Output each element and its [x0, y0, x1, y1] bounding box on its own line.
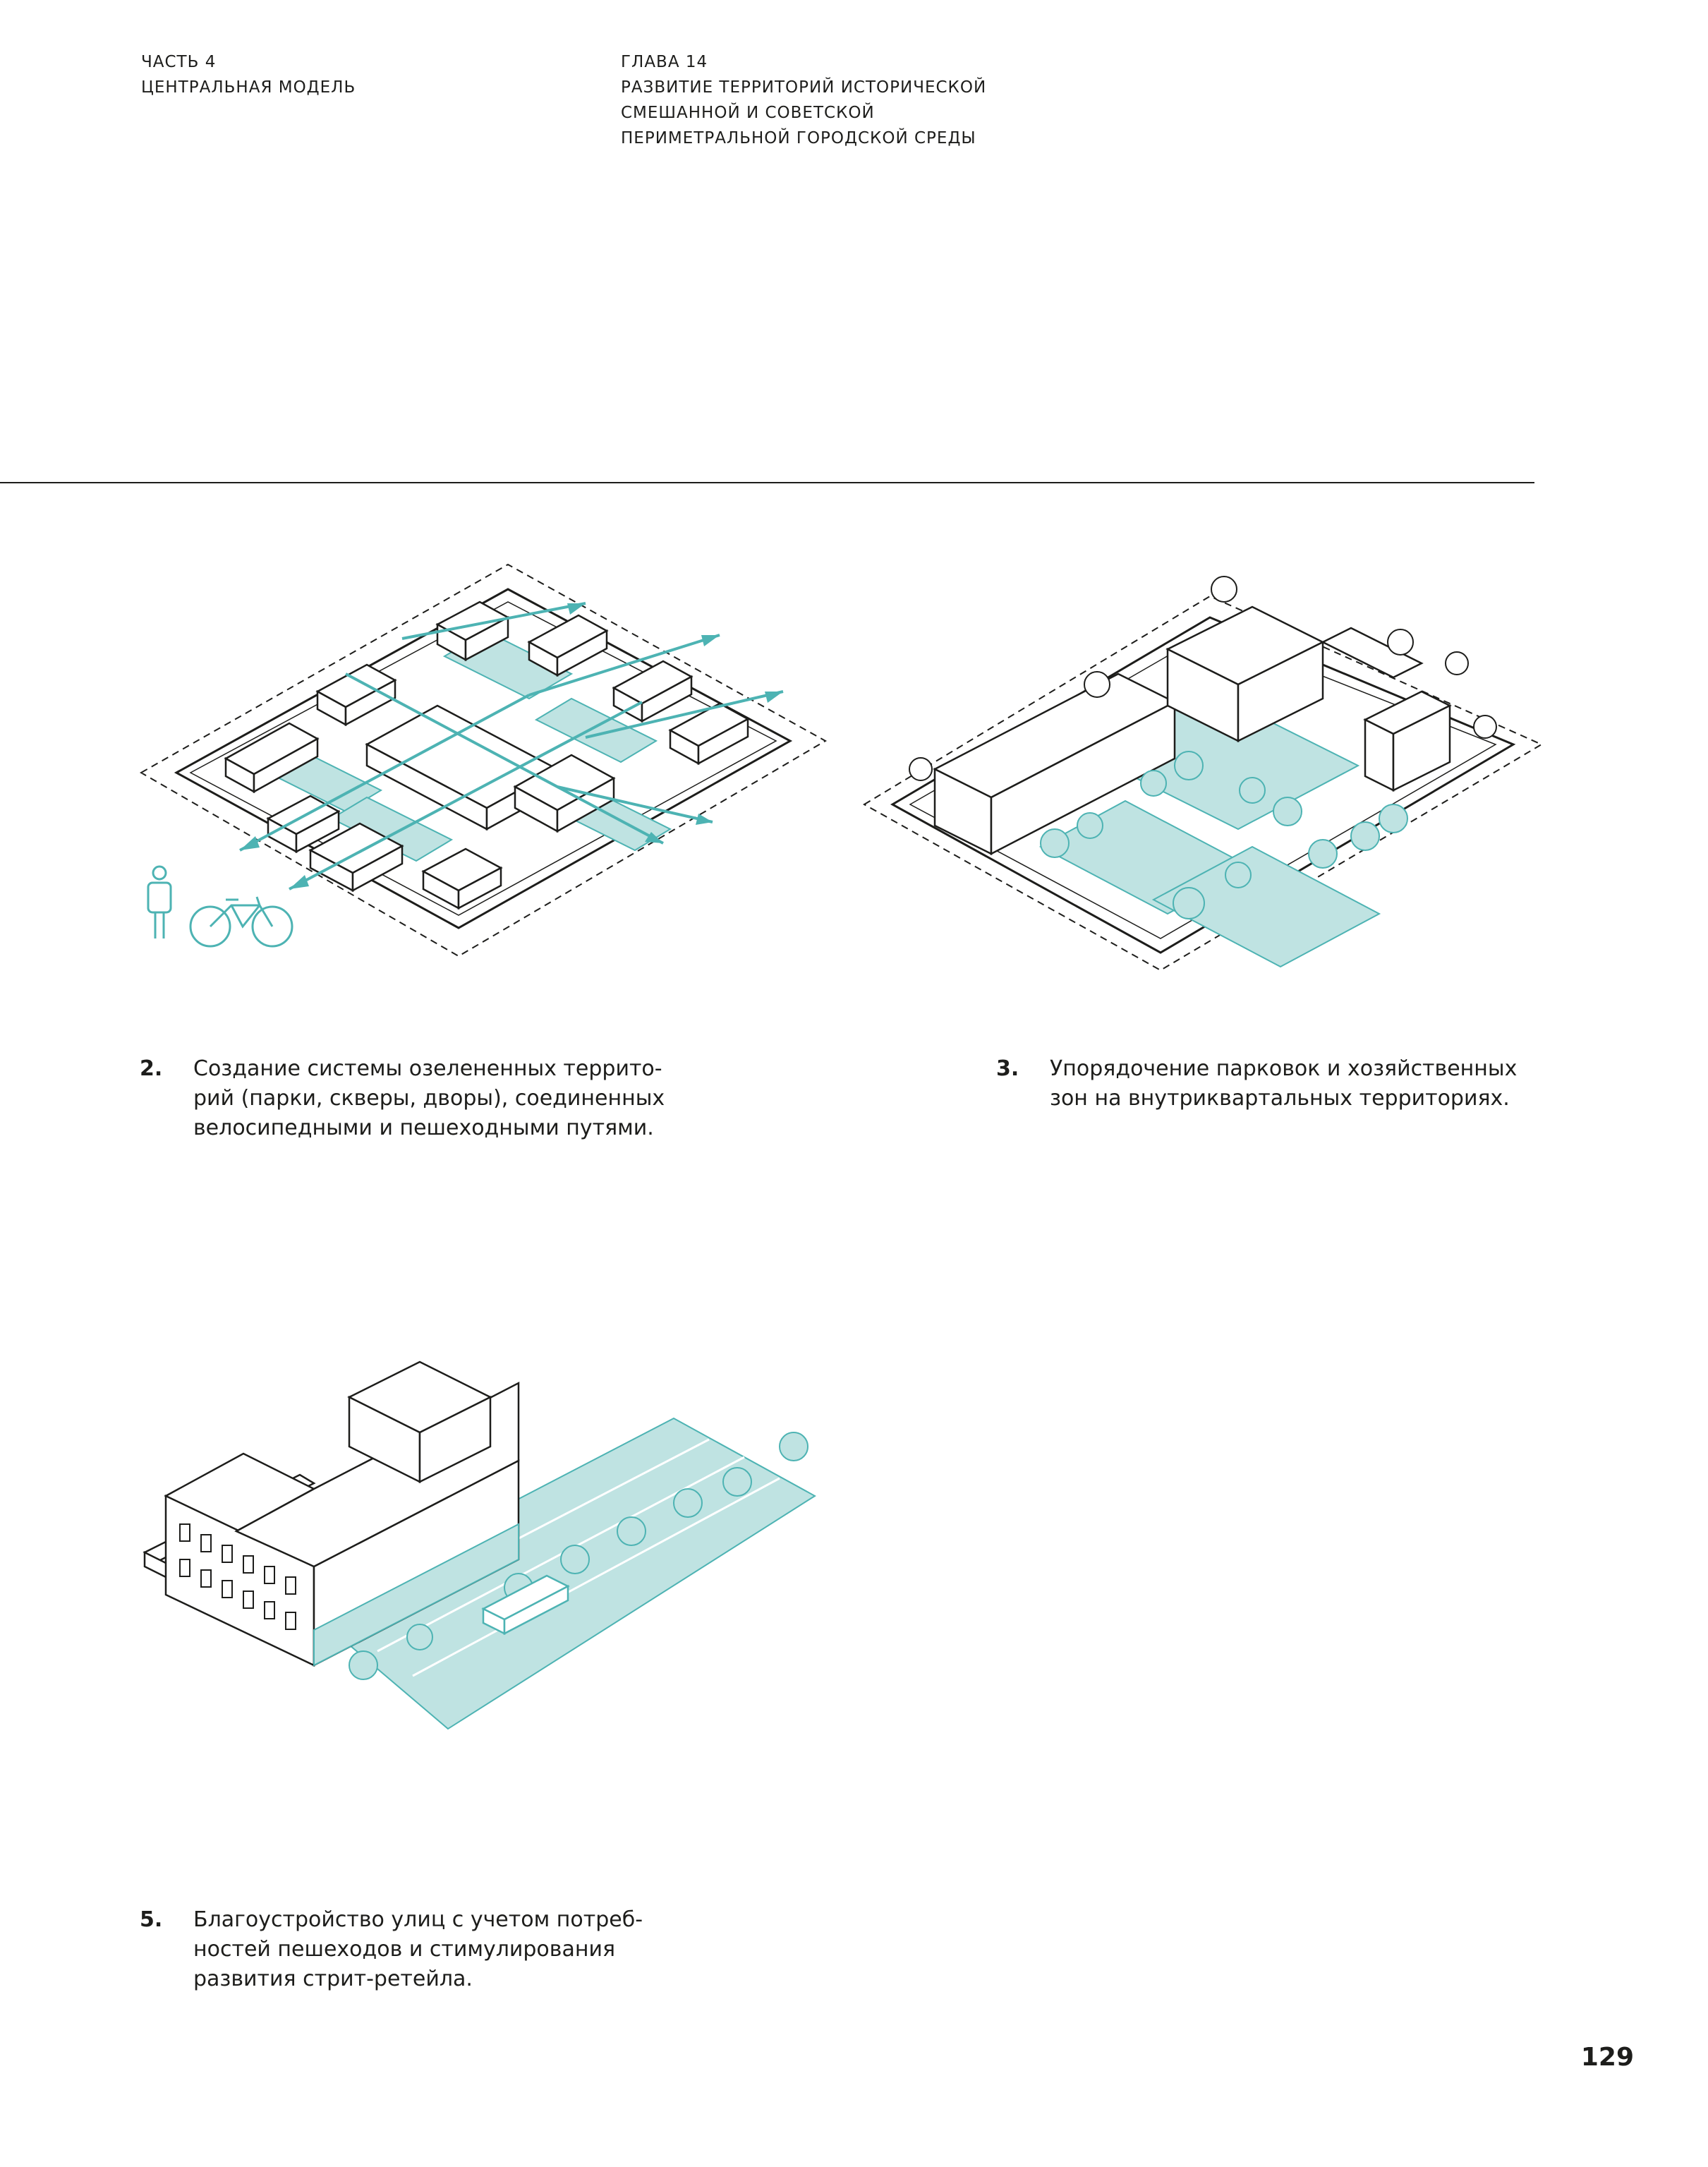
header-chapter-title-line-1: РАЗВИТИЕ ТЕРРИТОРИЙ ИСТОРИЧЕСКОЙ — [621, 78, 987, 97]
caption-line: Благоустройство улиц с учетом потреб- — [193, 1907, 643, 1932]
running-header-chapter: ГЛАВА 14 РАЗВИТИЕ ТЕРРИТОРИЙ ИСТОРИЧЕСКО… — [621, 49, 986, 151]
caption-text: Благоустройство улиц с учетом потреб- но… — [193, 1905, 643, 1994]
illustration-green-network — [134, 554, 847, 963]
caption-line: ностей пешеходов и стимулирования — [193, 1937, 616, 1962]
caption-3: 3. Упорядочение парковок и хозяйственных… — [996, 1054, 1532, 1125]
header-part-title: ЦЕНТРАЛЬНАЯ МОДЕЛЬ — [141, 78, 356, 97]
caption-number: 5. — [140, 1907, 163, 1932]
caption-line: велосипедными и пешеходными путями. — [193, 1116, 654, 1140]
running-header-part: ЧАСТЬ 4 ЦЕНТРАЛЬНАЯ МОДЕЛЬ — [141, 49, 356, 100]
pedestrian-icon — [147, 865, 172, 938]
page-number: 129 — [1580, 2043, 1634, 2072]
illustration-street-retail — [138, 1298, 843, 1778]
header-chapter-title-line-2: СМЕШАННОЙ И СОВЕТСКОЙ — [621, 104, 875, 122]
caption-number: 3. — [996, 1056, 1019, 1081]
caption-2: 2. Создание системы озелененных террито-… — [140, 1054, 704, 1153]
caption-line: рий (парки, скверы, дворы), соединенных — [193, 1086, 665, 1111]
bicycle-icon — [189, 896, 293, 948]
caption-5: 5. Благоустройство улиц с учетом потреб-… — [140, 1905, 704, 2004]
caption-line: Упорядочение парковок и хозяйственных — [1050, 1056, 1518, 1081]
caption-line: развития стрит-ретейла. — [193, 1967, 473, 1991]
illustration-courtyard-parking — [857, 557, 1556, 981]
header-part-label: ЧАСТЬ 4 — [141, 53, 217, 71]
horizontal-divider — [0, 482, 1534, 483]
caption-line: Создание системы озелененных террито- — [193, 1056, 662, 1081]
caption-line: зон на внутриквартальных территориях. — [1050, 1086, 1510, 1111]
header-chapter-label: ГЛАВА 14 — [621, 53, 708, 71]
caption-text: Создание системы озелененных террито- ри… — [193, 1054, 665, 1143]
header-chapter-title-line-3: ПЕРИМЕТРАЛЬНОЙ ГОРОДСКОЙ СРЕДЫ — [621, 129, 976, 147]
caption-number: 2. — [140, 1056, 163, 1081]
caption-text: Упорядочение парковок и хозяйственных зо… — [1050, 1054, 1517, 1113]
